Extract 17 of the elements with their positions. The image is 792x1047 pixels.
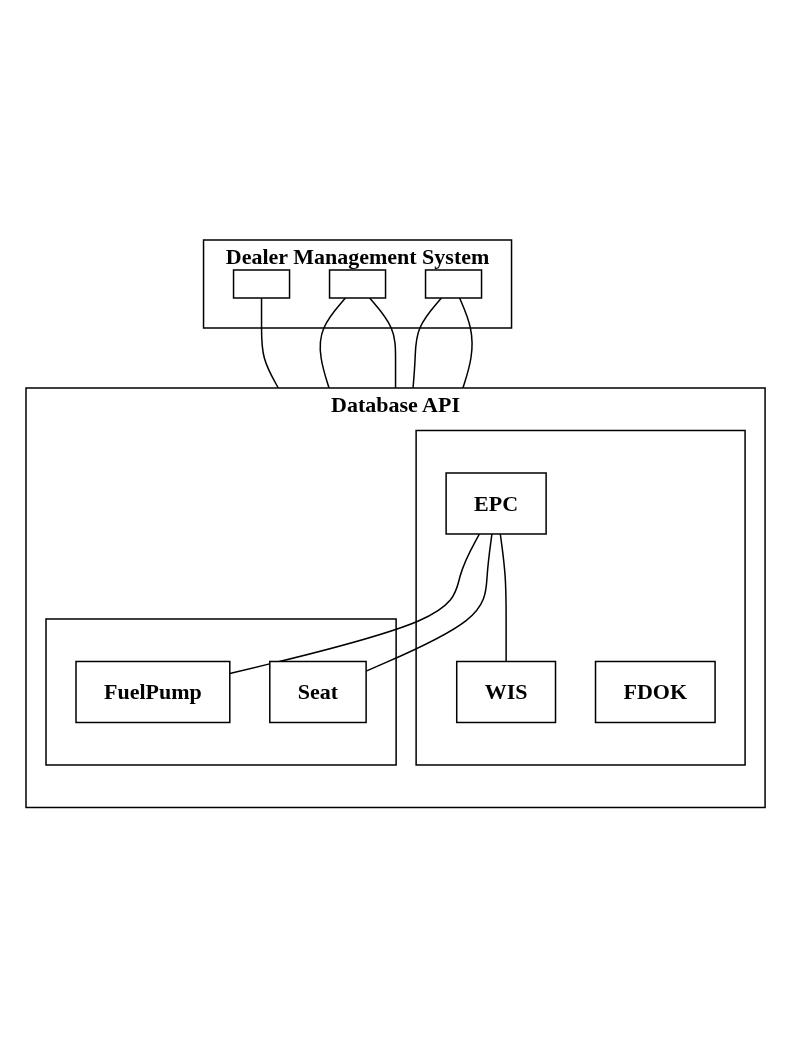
node-box (425, 269, 483, 299)
connector (319, 297, 347, 389)
connector (459, 297, 474, 389)
cluster (415, 429, 747, 766)
node-box: FDOK (595, 660, 717, 723)
node-box: FuelPump (75, 660, 231, 723)
node-box (329, 269, 387, 299)
node-box: Seat (269, 660, 368, 723)
connector (261, 297, 280, 389)
cluster (45, 618, 398, 766)
cluster: Dealer Management System (203, 239, 513, 329)
node-box: EPC (445, 472, 548, 535)
node-box: WIS (456, 660, 557, 723)
connector (412, 297, 443, 389)
connector (369, 297, 397, 389)
node-box (233, 269, 291, 299)
connector (500, 533, 508, 662)
